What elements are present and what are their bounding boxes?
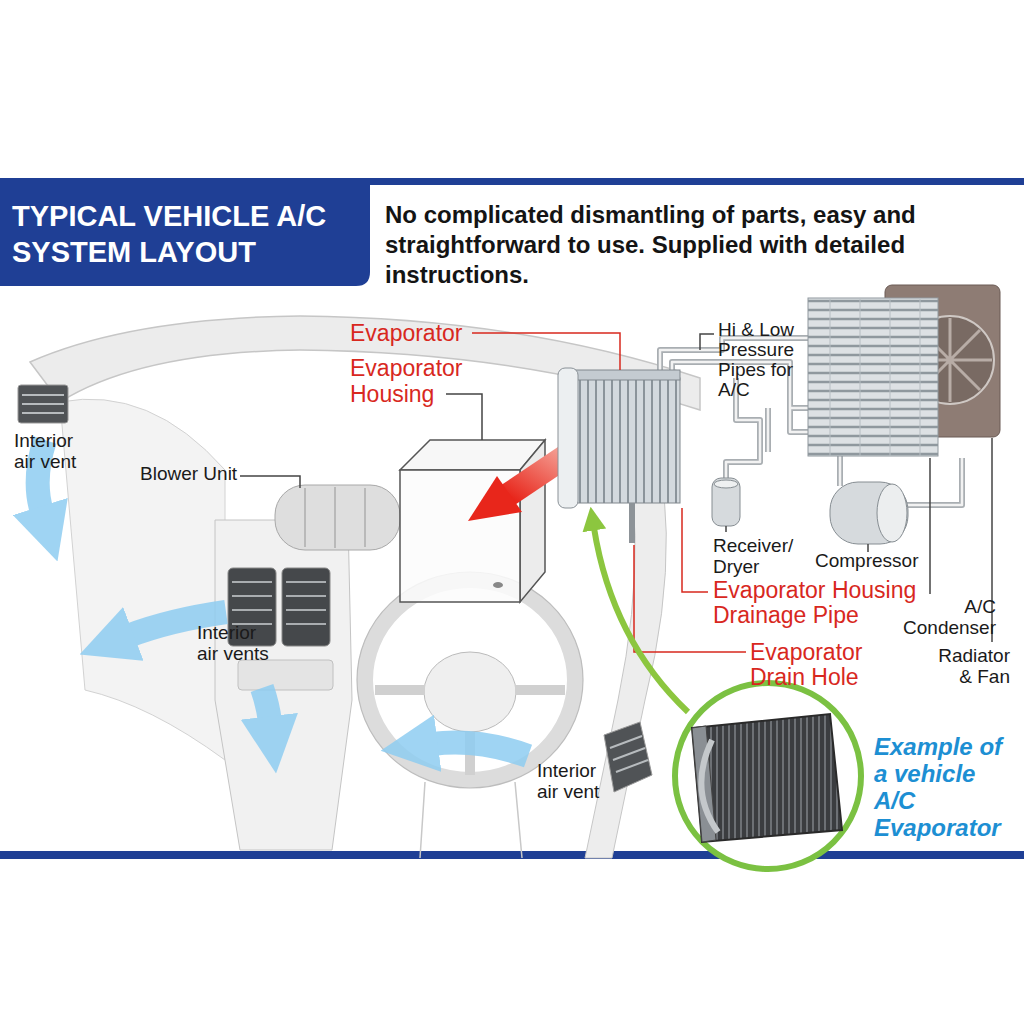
evaporator-end <box>558 368 578 508</box>
vent-slats <box>232 582 326 624</box>
steering-hub <box>424 652 516 732</box>
evaporator-tank <box>565 370 680 380</box>
steering-column <box>420 782 522 858</box>
part-label: Compressor <box>815 550 945 571</box>
blower-ribs <box>305 487 365 548</box>
air-vent <box>604 722 652 792</box>
part-label: Evaporator <box>350 320 490 346</box>
caption: No complicated dismantling of parts, eas… <box>385 200 965 290</box>
condenser-ribs <box>830 298 920 456</box>
footer-rule <box>0 851 1024 859</box>
compressor <box>830 482 908 544</box>
receiver-top <box>714 480 738 488</box>
drainage-pipe <box>629 503 635 543</box>
drain-hole <box>493 582 503 588</box>
part-label: Interior air vent <box>537 760 607 802</box>
title-band <box>0 185 370 286</box>
pointer-arrow <box>594 528 688 712</box>
receiver-dryer <box>712 478 740 526</box>
title: TYPICAL VEHICLE A/C SYSTEM LAYOUT <box>12 198 328 270</box>
inset-circle <box>675 683 861 869</box>
leader-line <box>929 458 931 594</box>
evaporator-photo-pipe <box>701 740 718 832</box>
airflow-arrows <box>38 440 528 756</box>
part-label: A/C Condenser <box>893 596 996 638</box>
part-label: Hi & Low Pressure Pipes for A/C <box>718 320 798 400</box>
airflow-arrow <box>432 743 528 757</box>
evaporator-core <box>565 378 680 503</box>
compressor-pulley <box>877 484 907 542</box>
part-label: Evaporator Drain Hole <box>750 640 890 690</box>
header-rule <box>0 178 1024 185</box>
console-panel <box>238 660 333 690</box>
part-label: Example of a vehicle A/C Evaporator <box>874 733 1014 841</box>
center-console <box>215 520 352 850</box>
dashboard-left <box>60 399 225 760</box>
leader-line <box>472 333 620 370</box>
leader-line <box>700 334 714 350</box>
part-label: Interior air vents <box>197 622 272 664</box>
leader-line <box>446 394 482 440</box>
vent-slats <box>610 736 648 772</box>
part-label: Blower Unit <box>140 463 270 484</box>
blower-unit <box>275 485 400 550</box>
leader-line <box>725 526 727 532</box>
evaporator-photo <box>692 714 842 842</box>
part-label: Interior air vent <box>14 430 84 472</box>
part-label: Evaporator Housing <box>350 355 480 407</box>
condenser <box>808 298 938 456</box>
steering-wheel-edge <box>357 572 583 788</box>
airflow-arrow <box>262 688 270 722</box>
vent-slats <box>22 395 64 413</box>
part-label: Receiver/ Dryer <box>713 535 803 577</box>
steering-wheel <box>365 580 575 780</box>
part-label: Radiator & Fan <box>925 645 1010 687</box>
air-vent <box>282 568 330 646</box>
leader-line <box>240 476 300 488</box>
airflow-arrow <box>468 476 522 521</box>
steering-spokes <box>375 690 565 775</box>
air-vent <box>18 385 68 423</box>
leader-line <box>682 508 708 592</box>
